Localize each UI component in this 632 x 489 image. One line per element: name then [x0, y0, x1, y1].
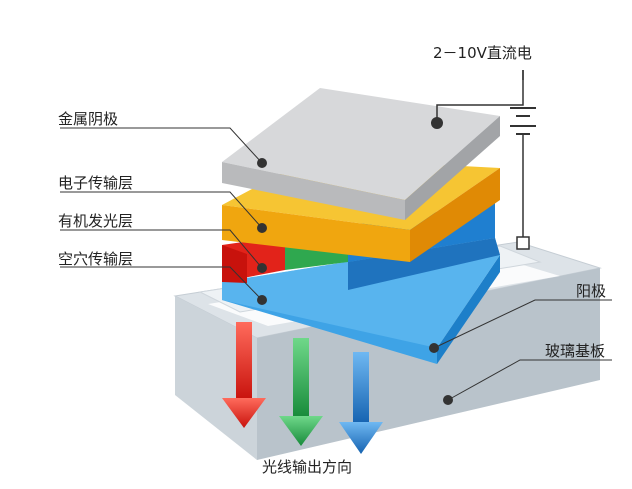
leader-lines — [60, 127, 612, 401]
cathode-layer — [222, 88, 500, 220]
light-arrows — [222, 322, 383, 454]
power-label: 2－10V直流电 — [433, 44, 532, 62]
light-direction-label: 光线输出方向 — [262, 458, 353, 476]
blue-arrow — [339, 352, 383, 454]
htl-label: 空穴传输层 — [58, 250, 134, 268]
anode-contact — [516, 236, 530, 250]
glass-label: 玻璃基板 — [545, 342, 606, 360]
cathode-label: 金属阴极 — [58, 110, 119, 128]
green-arrow — [279, 338, 323, 446]
etl-label: 电子传输层 — [58, 174, 134, 192]
red-arrow — [222, 322, 266, 428]
eml-label: 有机发光层 — [58, 212, 134, 230]
power-wiring — [436, 70, 536, 250]
anode-label: 阳极 — [576, 282, 607, 300]
